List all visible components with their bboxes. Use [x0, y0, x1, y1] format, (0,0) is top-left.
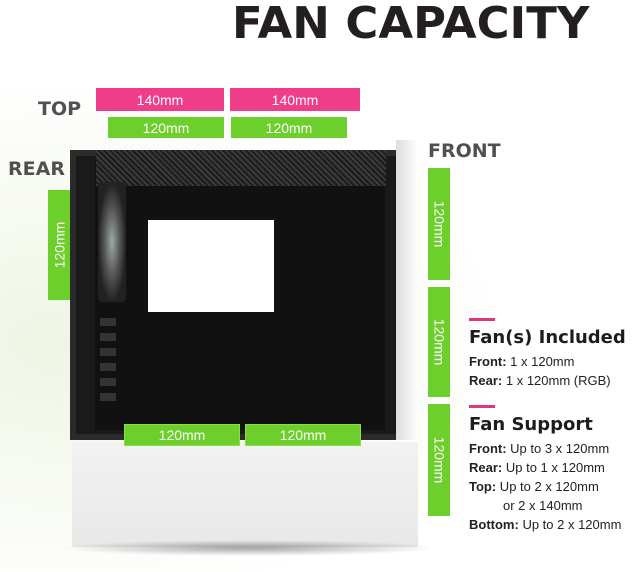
fans-included-rear: Rear: 1 x 120mm (RGB)	[469, 371, 611, 390]
line-value: Up to 2 x 120mm	[496, 479, 599, 494]
rear-bar-label: 120mm	[51, 221, 67, 269]
line-value: 1 x 120mm (RGB)	[502, 373, 611, 388]
line-label: Rear:	[469, 373, 503, 388]
bottom-120mm-bar-2: 120mm	[245, 424, 361, 446]
pci-slot	[100, 393, 116, 401]
front-120mm-bar-1: 120mm	[428, 168, 450, 280]
page-title: FAN CAPACITY	[232, 0, 590, 49]
line-value: 1 x 120mm	[506, 354, 575, 369]
fan-support-list: Front: Up to 3 x 120mm Rear: Up to 1 x 1…	[469, 439, 621, 534]
line-label: Front:	[469, 354, 507, 369]
fans-included-front: Front: 1 x 120mm	[469, 352, 611, 371]
fan-support-top: Top: Up to 2 x 120mm	[469, 477, 621, 496]
front-bar-label: 120mm	[431, 318, 447, 366]
bottom-120mm-bar-1: 120mm	[124, 424, 240, 446]
fan-support-rear: Rear: Up to 1 x 120mm	[469, 458, 621, 477]
front-bar-label: 120mm	[431, 200, 447, 248]
line-label: Front:	[469, 441, 507, 456]
rear-120mm-bar: 120mm	[48, 190, 70, 300]
pci-slot	[100, 333, 116, 341]
top-mesh-panel	[96, 150, 386, 186]
front-120mm-bar-2: 120mm	[428, 287, 450, 397]
line-value: Up to 3 x 120mm	[506, 441, 610, 456]
line-value: Up to 2 x 120mm	[518, 517, 622, 532]
top-140mm-bar-2: 140mm	[230, 88, 360, 111]
line-label: Bottom:	[469, 517, 519, 532]
rear-label: REAR	[8, 158, 65, 180]
fans-included-list: Front: 1 x 120mm Rear: 1 x 120mm (RGB)	[469, 352, 611, 390]
front-bar-label: 120mm	[431, 436, 447, 484]
fan-support-front: Front: Up to 3 x 120mm	[469, 439, 621, 458]
floor-shadow	[60, 540, 440, 556]
fans-included-heading: Fan(s) Included	[469, 327, 626, 348]
line-value: Up to 1 x 120mm	[502, 460, 605, 475]
top-label: TOP	[38, 98, 82, 120]
line-label: Top:	[469, 479, 497, 494]
pci-slot	[100, 348, 116, 356]
pci-slot	[100, 318, 116, 326]
pci-slot	[100, 378, 116, 386]
section-divider	[469, 318, 495, 321]
line-value: or 2 x 140mm	[503, 498, 583, 513]
psu-shroud	[72, 442, 418, 547]
rear-fan-icon	[98, 182, 126, 302]
fan-support-top-alt: or 2 x 140mm	[469, 496, 621, 515]
front-panel	[396, 140, 418, 440]
fan-support-heading: Fan Support	[469, 414, 593, 435]
cpu-cutout	[148, 220, 274, 312]
front-120mm-bar-3: 120mm	[428, 404, 450, 516]
section-divider	[469, 405, 495, 408]
top-120mm-bar-2: 120mm	[231, 117, 347, 138]
pci-slot	[100, 363, 116, 371]
top-120mm-bar-1: 120mm	[108, 117, 224, 138]
front-label: FRONT	[428, 140, 501, 162]
line-label: Rear:	[469, 460, 503, 475]
top-140mm-bar-1: 140mm	[96, 88, 224, 111]
fan-support-bottom: Bottom: Up to 2 x 120mm	[469, 515, 621, 534]
